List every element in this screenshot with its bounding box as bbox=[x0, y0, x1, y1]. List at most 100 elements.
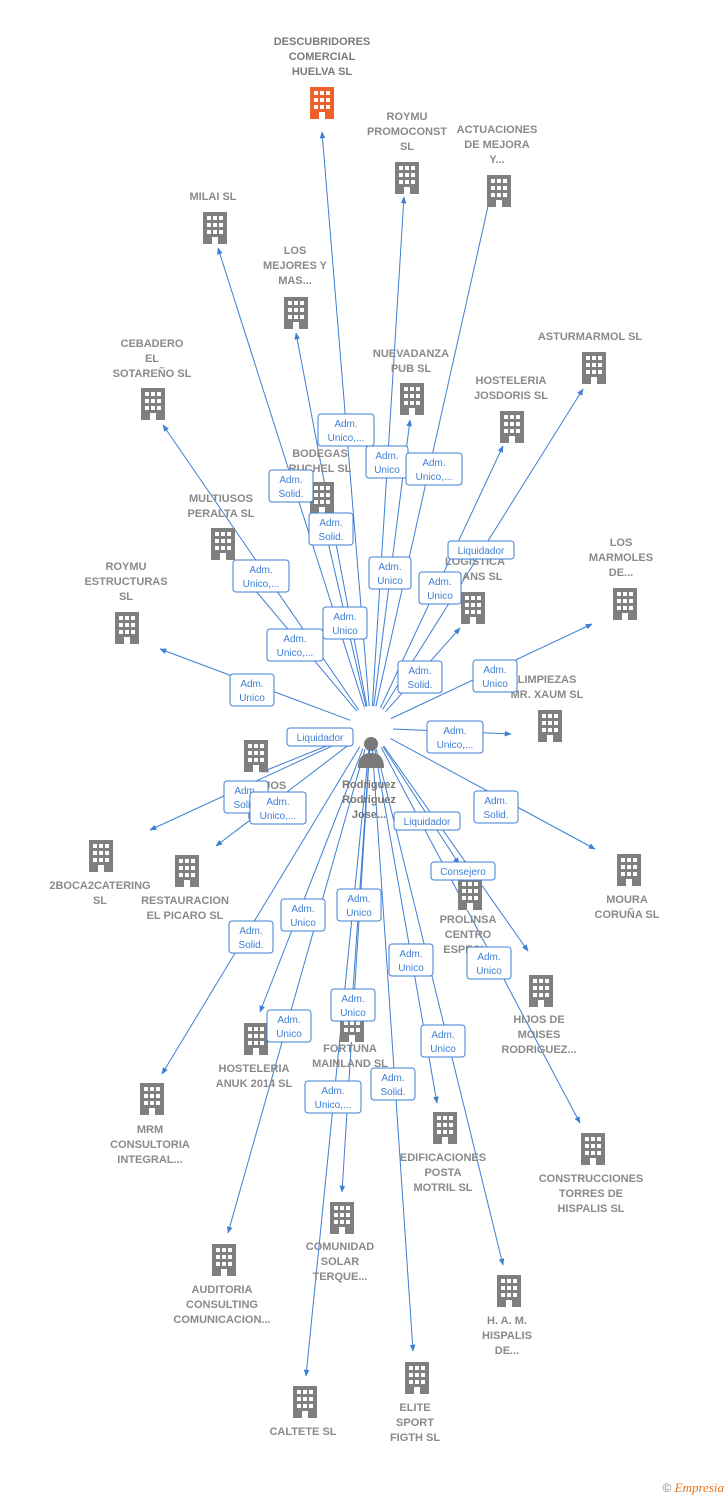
building-icon[interactable] bbox=[405, 1362, 429, 1394]
edge-role-label-l31[interactable]: Adm.Solid. bbox=[370, 1067, 416, 1101]
footer-brand[interactable]: © Empresia bbox=[662, 1480, 724, 1496]
building-icon[interactable] bbox=[244, 740, 268, 772]
building-icon[interactable] bbox=[395, 162, 419, 194]
edge-role-label-l13[interactable]: Adm.Unico bbox=[472, 659, 518, 693]
edge-role-label-l15[interactable]: Liquidador bbox=[286, 727, 354, 747]
company-node-prolinsa[interactable]: PROLINSACENTROESPECI... bbox=[440, 878, 497, 956]
edge-role-label-l14[interactable]: Adm.Unico bbox=[229, 673, 275, 707]
edge-role-label-l16[interactable]: Adm.Unico,... bbox=[426, 720, 484, 754]
edge-role-label-l23[interactable]: Adm.Unico bbox=[280, 898, 326, 932]
building-icon[interactable] bbox=[582, 352, 606, 384]
building-icon[interactable] bbox=[433, 1112, 457, 1144]
building-icon[interactable] bbox=[203, 212, 227, 244]
building-icon[interactable] bbox=[115, 612, 139, 644]
edge-role-label-l21[interactable]: Consejero bbox=[430, 861, 496, 881]
edge-role-label-l4[interactable]: Adm.Solid. bbox=[268, 469, 314, 503]
edge-role-label-l24[interactable]: Adm.Unico bbox=[336, 888, 382, 922]
building-icon[interactable] bbox=[284, 297, 308, 329]
person-icon[interactable] bbox=[358, 737, 384, 768]
building-icon[interactable] bbox=[212, 1244, 236, 1276]
building-icon[interactable] bbox=[89, 840, 113, 872]
company-name[interactable]: CALTETE SL bbox=[269, 1426, 336, 1438]
edge-role-label-l26[interactable]: Adm.Unico bbox=[466, 946, 512, 980]
building-icon[interactable] bbox=[310, 87, 334, 119]
edge-role-label-l20[interactable]: Liquidador bbox=[393, 811, 461, 831]
building-icon[interactable] bbox=[310, 482, 334, 514]
company-name[interactable]: ASTURMARMOL SL bbox=[538, 331, 643, 343]
edge-role-label-l2[interactable]: Adm.Unico bbox=[365, 445, 409, 479]
company-node-asturmarmol[interactable]: ASTURMARMOL SL bbox=[538, 331, 643, 384]
building-icon[interactable] bbox=[613, 588, 637, 620]
building-icon[interactable] bbox=[529, 975, 553, 1007]
building-icon[interactable] bbox=[140, 1083, 164, 1115]
edge-role-label-l22[interactable]: Adm.Solid. bbox=[228, 920, 274, 954]
edge-role-label-l25[interactable]: Adm.Unico bbox=[388, 943, 434, 977]
edge-role-label-l3[interactable]: Adm.Unico,... bbox=[405, 452, 463, 486]
building-icon[interactable] bbox=[293, 1386, 317, 1418]
edge-role-label-l6[interactable]: Liquidador bbox=[447, 540, 515, 560]
building-icon[interactable] bbox=[330, 1202, 354, 1234]
building-icon[interactable] bbox=[538, 710, 562, 742]
building-icon[interactable] bbox=[211, 528, 235, 560]
edge-role-label-l11[interactable]: Adm.Unico,... bbox=[266, 628, 324, 662]
company-node-milai[interactable]: MILAI SL bbox=[189, 191, 237, 244]
building-icon[interactable] bbox=[581, 1133, 605, 1165]
building-icon[interactable] bbox=[244, 1023, 268, 1055]
building-icon[interactable] bbox=[175, 855, 199, 887]
building-icon[interactable] bbox=[497, 1275, 521, 1307]
edge-role-label-l27[interactable]: Adm.Unico bbox=[330, 988, 376, 1022]
building-icon[interactable] bbox=[458, 878, 482, 910]
edge-role-label-l7[interactable]: Adm.Unico bbox=[368, 556, 412, 590]
edge-role-label-l1[interactable]: Adm.Unico,... bbox=[317, 413, 375, 447]
edge-role-label-l19[interactable]: Adm.Solid. bbox=[473, 790, 519, 824]
edge-role-label-l8[interactable]: Adm.Unico,... bbox=[232, 559, 290, 593]
building-icon[interactable] bbox=[617, 854, 641, 886]
edge-role-label-l28[interactable]: Adm.Unico bbox=[266, 1009, 312, 1043]
